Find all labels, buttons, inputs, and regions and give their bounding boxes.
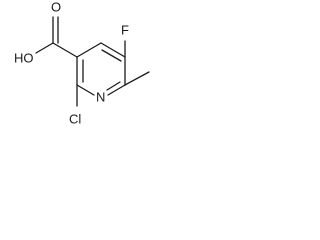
- atom-label-chlorine: Cl: [69, 111, 81, 126]
- bond-n-c2: [76, 84, 95, 96]
- atom-label-ring-nitrogen: N: [96, 89, 105, 104]
- atom-label-fluorine: F: [121, 22, 129, 37]
- bond-c4-c5: [100, 42, 126, 58]
- atom-labels: F O HO N Cl: [14, 0, 129, 126]
- bond-c3-carboxyl: [52, 42, 78, 58]
- bond-c4-c5-inner: [101, 49, 122, 62]
- bond-c6-n-inner: [106, 81, 121, 91]
- bond-carboxyl-hydroxyl: [35, 42, 54, 54]
- bond-c3-c4: [76, 42, 102, 58]
- atom-label-carbonyl-oxygen: O: [51, 0, 61, 14]
- atom-label-hydroxyl: HO: [14, 50, 34, 65]
- bond-c6-n: [107, 84, 126, 96]
- bond-c6-methyl: [124, 71, 150, 86]
- substituent-bonds: [35, 16, 150, 107]
- pyridine-ring: [76, 42, 126, 96]
- chemical-structure: F O HO N Cl: [14, 0, 150, 126]
